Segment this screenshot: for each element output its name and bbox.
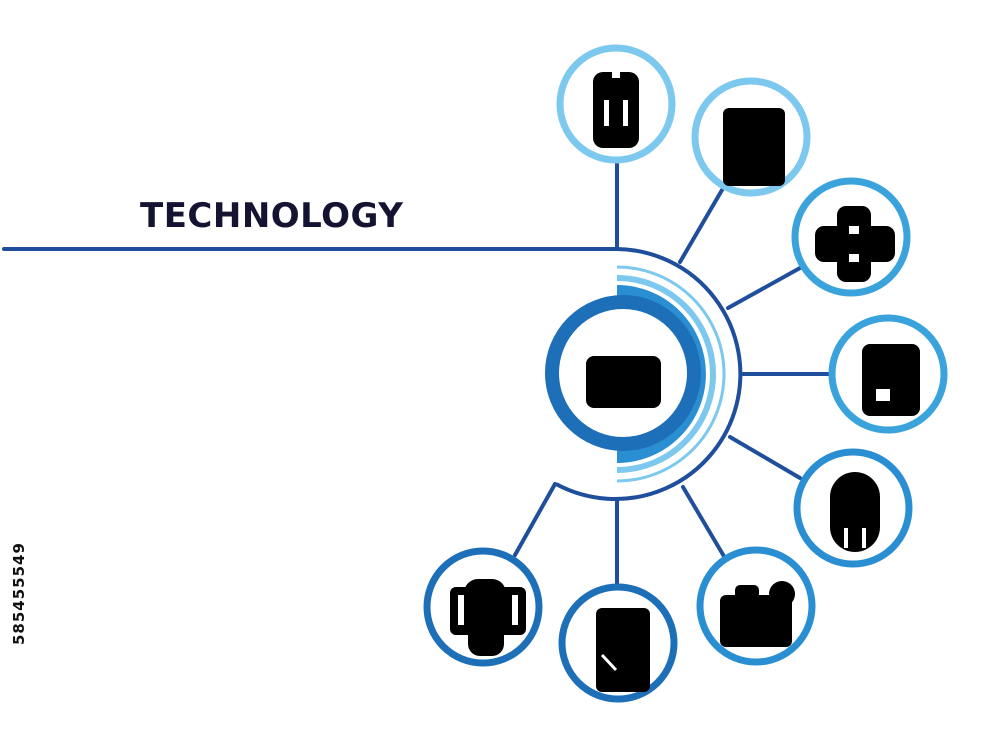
battery-icon: [593, 68, 639, 148]
diagram-title: TECHNOLOGY: [140, 196, 404, 236]
phone-icon: [862, 344, 920, 416]
center-tablet-icon: [586, 356, 661, 408]
connector-gamepad: [726, 266, 802, 310]
robot-icon: [450, 579, 526, 656]
screen-icon: [723, 108, 785, 186]
stock-image-id: 585455549: [10, 542, 28, 645]
connector-printer: [681, 485, 727, 560]
node-screen: [691, 77, 811, 197]
connector-mouse: [728, 435, 802, 480]
node-phone: [828, 314, 948, 434]
connector-screen: [678, 188, 724, 264]
hub-outer-arc: [555, 247, 743, 501]
node-mouse: [793, 448, 913, 568]
node-printer: [696, 546, 816, 666]
connector-robot: [513, 482, 557, 557]
mouse-icon: [830, 472, 880, 552]
smartphone-icon: [596, 608, 650, 692]
hub-light-arc-outer: [616, 265, 726, 483]
connector-lines: [513, 160, 832, 588]
hub-light-arc-inner: [616, 275, 716, 473]
node-robot: [423, 547, 543, 667]
node-battery: [556, 44, 676, 164]
gamepad-icon: [815, 206, 895, 282]
node-gamepad: [791, 177, 911, 297]
printer-icon: [720, 581, 795, 647]
node-smartphone: [558, 583, 678, 703]
